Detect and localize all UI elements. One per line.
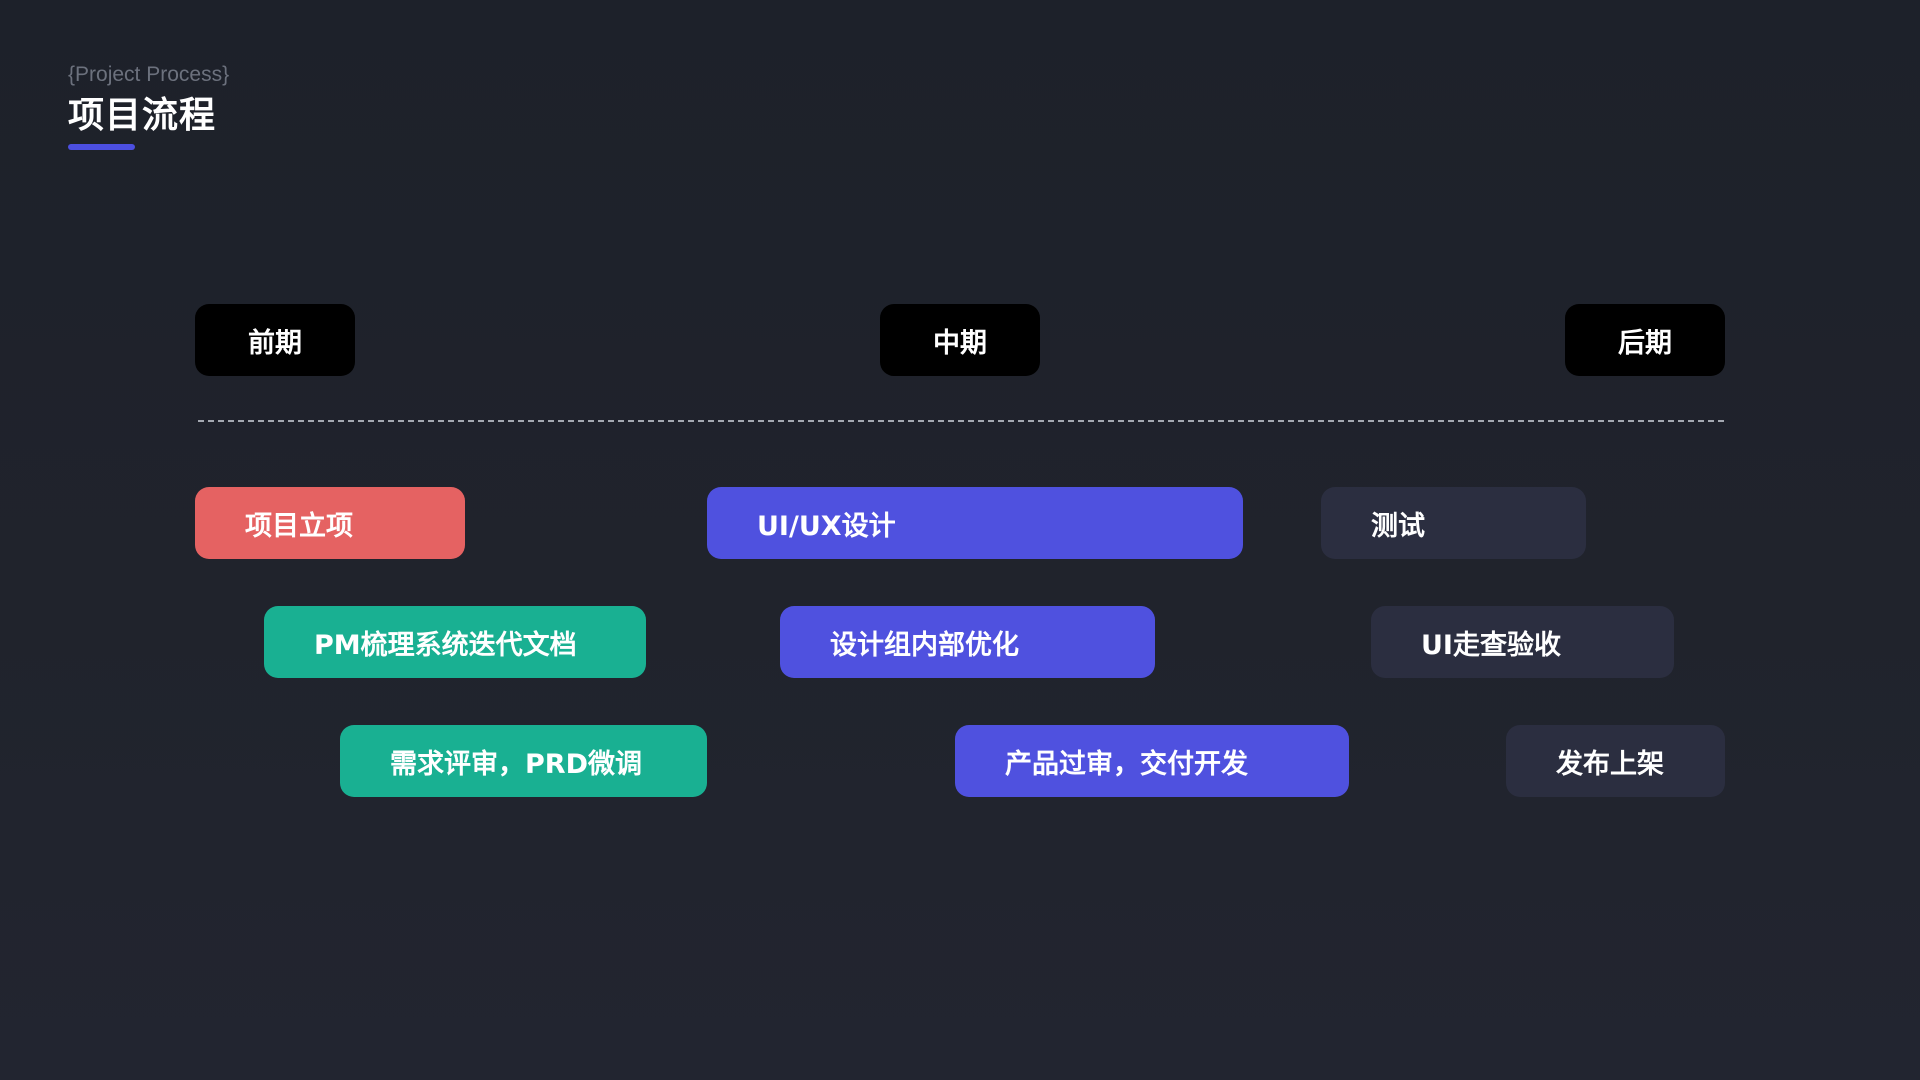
task-pm-iteration-docs: PM梳理系统迭代文档	[264, 606, 646, 678]
task-project-initiation: 项目立项	[195, 487, 465, 559]
subtitle: {Project Process}	[68, 63, 230, 86]
task-release-launch: 发布上架	[1506, 725, 1725, 797]
task-requirements-review: 需求评审，PRD微调	[340, 725, 707, 797]
task-testing: 测试	[1321, 487, 1586, 559]
task-design-team-optimization: 设计组内部优化	[780, 606, 1155, 678]
page-title: 项目流程	[68, 95, 217, 136]
phase-late: 后期	[1565, 304, 1725, 376]
task-product-review-handoff: 产品过审，交付开发	[955, 725, 1349, 797]
phase-middle: 中期	[880, 304, 1040, 376]
phase-early: 前期	[195, 304, 355, 376]
timeline-divider	[198, 420, 1724, 422]
task-ui-ux-design: UI/UX设计	[707, 487, 1243, 559]
task-ui-walkthrough-acceptance: UI走查验收	[1371, 606, 1674, 678]
title-underline	[68, 144, 135, 150]
